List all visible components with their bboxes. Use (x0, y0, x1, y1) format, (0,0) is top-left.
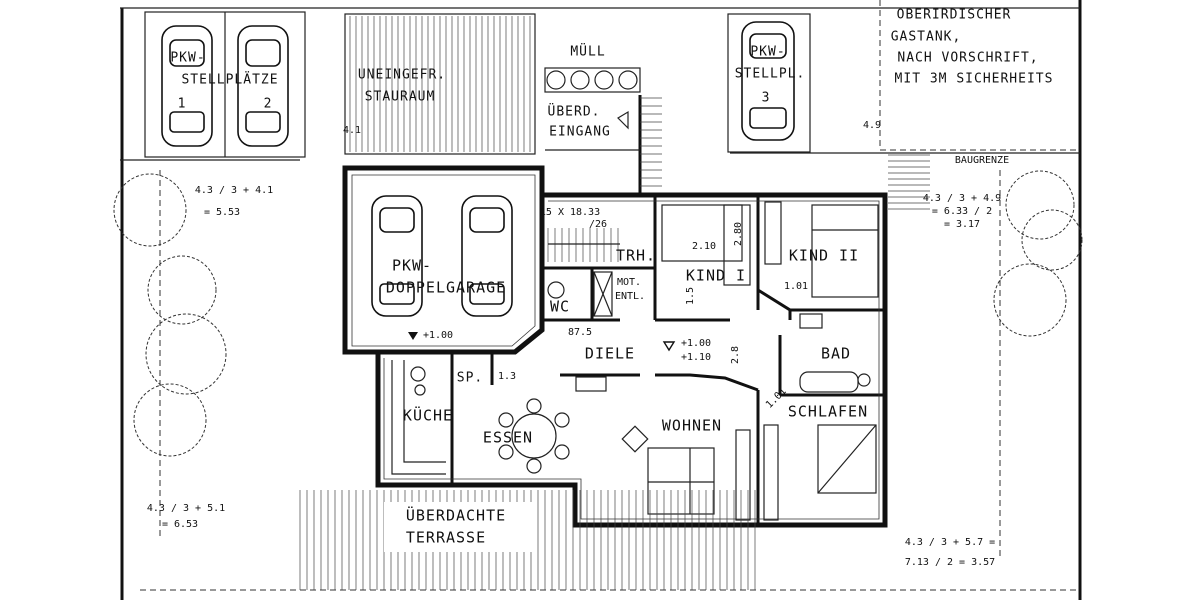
side-dimension-tick-right: 4.9 (863, 120, 881, 131)
level-marker-icon (662, 341, 676, 352)
storage-area: UNEINGEFR. STAURAUM 4.1 (343, 13, 536, 155)
parking-label-line1: PKW- (170, 51, 205, 66)
parking-label-line2: STELLPLÄTZE (181, 72, 278, 88)
dimension-top-left-1: 4.3 / 3 + 4.1 (195, 185, 273, 196)
pantry-label: SP. (457, 371, 483, 386)
car-icon (461, 195, 513, 317)
gas-tank-line1: OBERIRDISCHER (897, 8, 1012, 23)
car-icon (371, 195, 423, 317)
dimension-top-left-2: = 5.53 (204, 207, 240, 218)
bedroom-label: SCHLAFEN (788, 403, 868, 421)
storage-label-line2: STAURAUM (365, 90, 436, 105)
parking-number-2: 2 (264, 97, 273, 112)
parking-space-3: PKW- STELLPL. 3 4.9 (727, 13, 881, 153)
hall-label: DIELE (585, 345, 635, 363)
child-rooms: 2.10 2.80 1.5 KIND I KIND II 1.01 (661, 201, 879, 305)
dimension-top-right-2: = 6.33 / 2 (932, 206, 992, 217)
living-rooms: SP. KÜCHE ESSEN WOHNEN SCHLAFEN (391, 360, 877, 521)
bath-label: BAD (821, 345, 851, 363)
terrace-label-line1: ÜBERDACHTE (406, 506, 506, 525)
child1-label: KIND I (686, 267, 746, 285)
terrace-label-line2: TERRASSE (406, 529, 486, 547)
mot-ventilation-line2: ENTL. (615, 291, 645, 302)
terrace: ÜBERDACHTE TERRASSE (299, 490, 756, 590)
child1-width: 2.10 (692, 241, 716, 252)
kitchen-label: KÜCHE (403, 406, 453, 425)
gas-tank-line4: MIT 3M SICHERHEITS (895, 72, 1054, 87)
dimension-top-right-3: = 3.17 (944, 219, 980, 230)
garage-cars: PKW- DOPPELGARAGE +1.00 (371, 195, 513, 341)
gas-tank-line2: GASTANK, (891, 30, 962, 45)
hall-and-bath: DIELE +1.00 +1.10 1.3 2.8 BAD 1.01 (498, 313, 871, 411)
parking-spaces-1-2: PKW- STELLPLÄTZE 1 2 (144, 11, 306, 158)
hall-level-1: +1.00 (681, 338, 711, 349)
mot-ventilation-line1: MOT. (617, 277, 641, 288)
house-outline (342, 165, 888, 528)
living-label: WOHNEN (662, 417, 722, 435)
gas-tank-note: OBERIRDISCHER GASTANK, NACH VORSCHRIFT, … (891, 8, 1054, 87)
child1-height: 2.80 (733, 222, 744, 246)
dimension-notes: 4.3 / 3 + 4.1 = 5.53 4.3 / 3 + 4.9 = 6.3… (147, 185, 1001, 568)
dimension-bottom-left-1: 4.3 / 3 + 5.1 (147, 503, 225, 514)
hall-width: 1.3 (498, 371, 516, 382)
level-marker-icon (408, 332, 418, 340)
waste-label: MÜLL (570, 43, 605, 60)
entrance-label-line2: EINGANG (549, 125, 611, 140)
dining-label: ESSEN (483, 429, 533, 447)
garage-level: +1.00 (423, 330, 453, 341)
trees (113, 170, 1083, 457)
hall-level-2: +1.10 (681, 352, 711, 363)
child1-side: 1.5 (685, 287, 696, 305)
site-boundary (120, 0, 1082, 600)
hall-height: 2.8 (730, 346, 741, 364)
car-icon (237, 25, 289, 147)
door-dimension-1: 1.01 (784, 281, 808, 292)
parking3-label-line2: STELLPL. (735, 67, 806, 82)
parking3-label-line1: PKW- (750, 45, 785, 60)
waste-and-entrance: MÜLL ÜBERD. EINGANG (544, 43, 662, 195)
side-dimension-tick: 4.1 (343, 125, 361, 136)
stair-spec-line2: /26 (589, 219, 607, 230)
dimension-bottom-left-2: = 6.53 (162, 519, 198, 530)
stair-room-label: TRH. (616, 247, 656, 265)
wc-label: WC (550, 298, 570, 316)
storage-label-line1: UNEINGEFR. (358, 68, 446, 83)
garage-label-line2: DOPPELGARAGE (386, 279, 506, 297)
parking3-number: 3 (762, 91, 771, 106)
dimension-bottom-right-1: 4.3 / 3 + 5.7 = (905, 537, 995, 548)
car-icon (161, 25, 213, 147)
building-line-label: BAUGRENZE (955, 155, 1009, 166)
car-icon (741, 21, 795, 141)
wc-dimension: 87.5 (568, 327, 592, 338)
child2-label: KIND II (789, 247, 859, 265)
parking-number-1: 1 (178, 97, 187, 112)
entrance-label-line1: ÜBERD. (548, 103, 601, 120)
gas-tank-line3: NACH VORSCHRIFT, (897, 51, 1038, 66)
stair-spec-line1: 15 X 18.33 (540, 207, 600, 218)
garage-label-line1: PKW- (392, 257, 432, 275)
dimension-top-right-1: 4.3 / 3 + 4.9 (923, 193, 1001, 204)
door-dimension-2: 1.01 (764, 386, 789, 411)
stair-area: 15 X 18.33 /26 TRH. WC MOT. ENTL. 87.5 (540, 207, 656, 338)
dimension-bottom-right-2: 7.13 / 2 = 3.57 (905, 557, 995, 568)
